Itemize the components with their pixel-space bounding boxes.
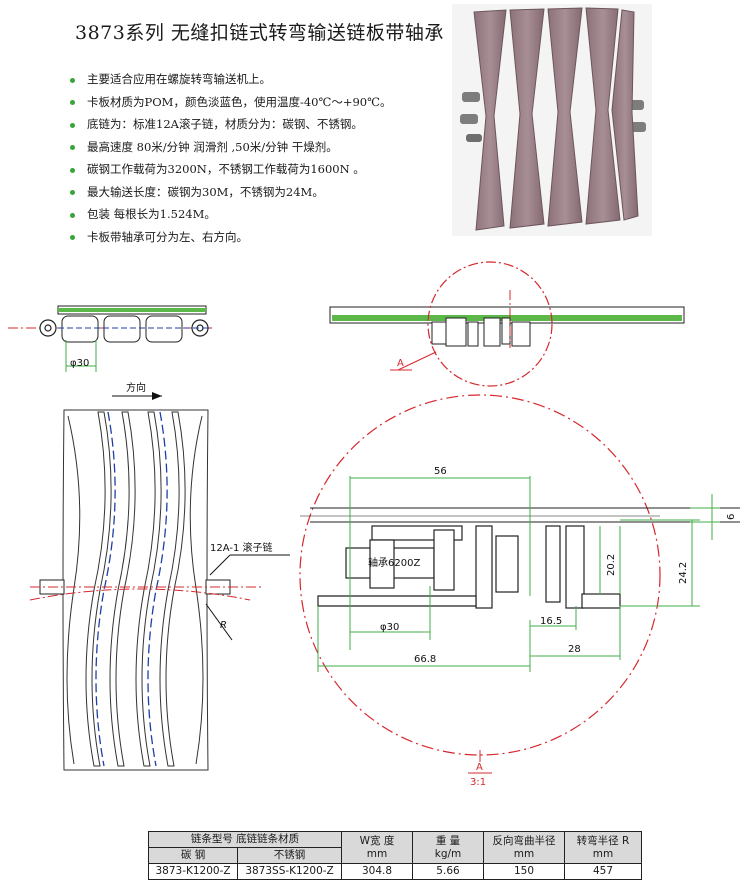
bearing-label: 轴承6200Z [368, 556, 420, 569]
feature-item: 碳钢工作载荷为3200N，不锈钢工作载荷为1600N 。 [70, 158, 391, 181]
header-carbon: 碳 钢 [147, 847, 239, 864]
bullet-icon [70, 235, 75, 240]
chain-label: 12A-1 滚子链 [210, 541, 273, 554]
dim-28: 28 [568, 644, 581, 655]
bullet-icon [70, 77, 75, 83]
bullet-icon [70, 145, 75, 150]
header-stainless: 不锈钢 [237, 847, 342, 864]
detail-view: 轴承6200Z 56 6 20.2 24.2 φ30 [299, 394, 740, 788]
plate-top-view [62, 409, 209, 771]
detail-mark-a: A [476, 762, 483, 773]
section-mark-a: A [397, 358, 404, 369]
dim-66-8: 66.8 [414, 654, 436, 665]
feature-item: 最高速度 80米/分钟 润滑剂 ,50米/分钟 干燥剂。 [70, 136, 391, 159]
product-photo [452, 4, 652, 236]
radius-label: R [220, 620, 227, 631]
feature-item: 底链为：标准12A滚子链，材质分为：碳钢、不锈钢。 [70, 113, 391, 136]
cell-ss-model: 3873SS-K1200-Z [237, 863, 342, 880]
dim-diameter-30: φ30 [70, 358, 89, 369]
cell-width: 304.8 [341, 863, 413, 880]
table-row: 3873-K1200-Z 3873SS-K1200-Z 304.8 5.66 1… [147, 863, 642, 880]
bullet-icon [70, 167, 75, 173]
cell-carbon-model: 3873-K1200-Z [147, 863, 239, 880]
feature-item: 卡板带轴承可分为左、右方向。 [70, 226, 391, 249]
bullet-icon [70, 212, 75, 218]
dim-20-2: 20.2 [606, 554, 617, 576]
feature-item: 最大输送长度：碳钢为30M，不锈钢为24M。 [70, 181, 391, 204]
page-title: 3873系列 无缝扣链式转弯输送链板带轴承 [75, 22, 444, 44]
feature-item: 包装 每根长为1.524M。 [70, 203, 391, 226]
cell-turn-radius: 457 [564, 863, 642, 880]
bullet-icon [70, 122, 75, 128]
feature-item: 主要适合应用在螺旋转弯输送机上。 [70, 68, 391, 91]
detail-scale: 3:1 [470, 777, 486, 788]
bullet-icon [70, 190, 75, 195]
arrow-right-icon [152, 392, 162, 400]
direction-label: 方向 [126, 381, 146, 394]
feature-item: 卡板材质为POM，颜色淡蓝色，使用温度-40℃～+90℃。 [70, 91, 391, 114]
dim-6: 6 [726, 514, 737, 520]
header-material-group: 链条型号 底链链条材质 [148, 831, 342, 848]
dim-16-5: 16.5 [540, 616, 562, 627]
dim-56: 56 [434, 466, 447, 477]
dim-diameter-30-detail: φ30 [380, 622, 399, 633]
cell-back-radius: 150 [483, 863, 565, 880]
bullet-icon [70, 100, 75, 105]
dim-24-2: 24.2 [678, 562, 689, 584]
feature-list: 主要适合应用在螺旋转弯输送机上。 卡板材质为POM，颜色淡蓝色，使用温度-40℃… [70, 68, 391, 248]
chain-side-view: φ30 [8, 305, 212, 372]
cell-weight: 5.66 [412, 863, 484, 880]
cross-section-view: A [329, 261, 685, 387]
